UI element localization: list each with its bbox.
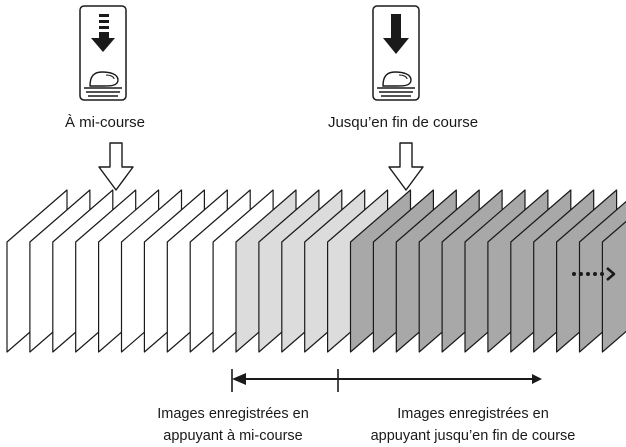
shutter-half-press-icon bbox=[79, 5, 127, 101]
full-press-label: Jusqu’en fin de course bbox=[328, 114, 478, 131]
continuation-arrow bbox=[572, 267, 616, 281]
half-press-range-caption-2: appuyant à mi-course bbox=[163, 428, 302, 444]
half-press-label: À mi-course bbox=[65, 114, 145, 131]
full-press-down-arrow bbox=[388, 142, 424, 191]
frame-recorded-full-press bbox=[601, 220, 626, 353]
frame-stack bbox=[6, 189, 626, 353]
range-arrow-left-head bbox=[232, 373, 246, 385]
shutter-full-press-icon bbox=[372, 5, 420, 101]
full-press-range-caption-2: appuyant jusqu’en fin de course bbox=[371, 428, 576, 444]
half-press-range-caption-1: Images enregistrées en bbox=[157, 406, 309, 422]
half-press-down-arrow bbox=[98, 142, 134, 191]
full-press-range-caption-1: Images enregistrées en bbox=[397, 406, 549, 422]
